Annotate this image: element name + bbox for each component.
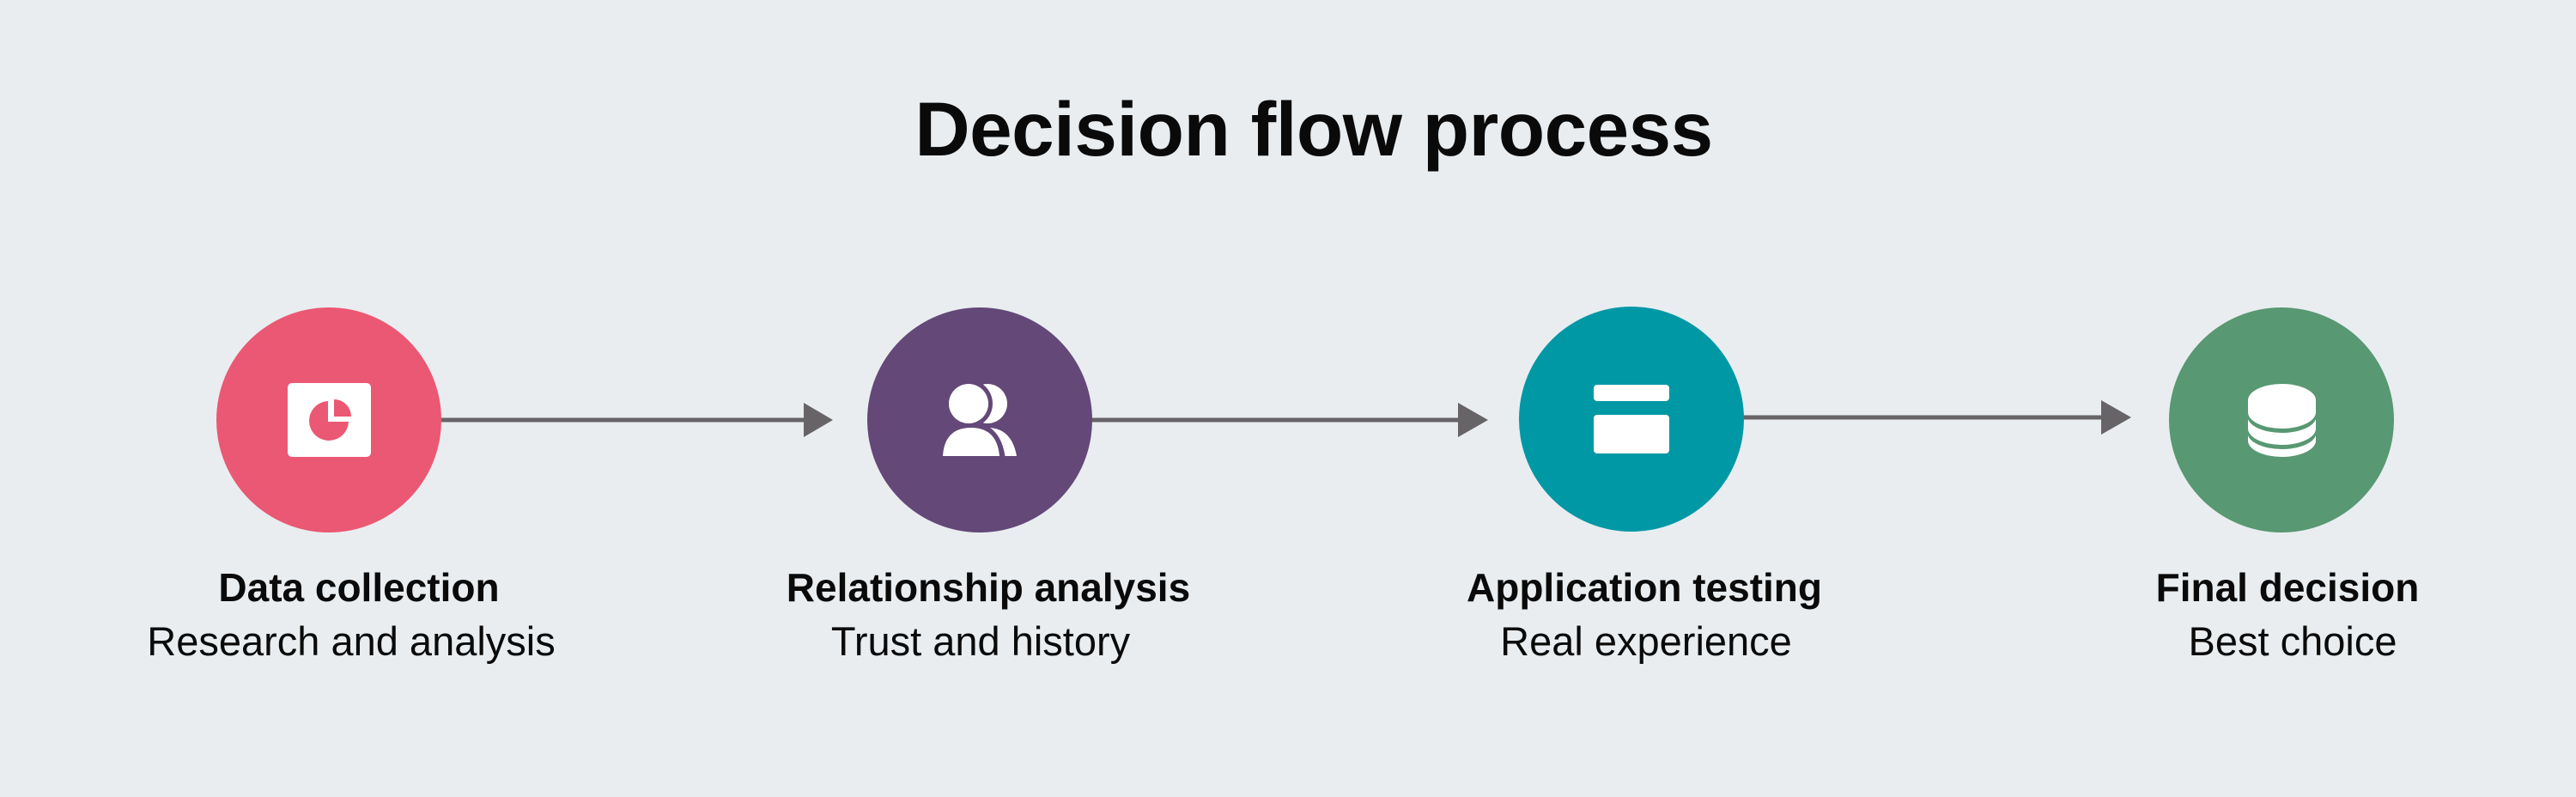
arrowhead-icon: [1458, 403, 1488, 437]
users-icon: [938, 380, 1017, 459]
connector-3: [1742, 400, 2131, 435]
step-subtitle-relationship-analysis: Trust and history: [830, 618, 1131, 664]
step-node-relationship-analysis: [867, 307, 1092, 532]
pie-chart-icon: [288, 383, 371, 457]
credit-card-icon: [1594, 385, 1669, 453]
step-title-application-testing: Application testing: [1467, 565, 1822, 610]
step-title-data-collection: Data collection: [218, 565, 500, 610]
step-title-relationship-analysis: Relationship analysis: [786, 565, 1191, 610]
connector-1: [440, 403, 833, 437]
connector-2: [1091, 403, 1488, 437]
step-node-final-decision: [2169, 307, 2394, 532]
arrowhead-icon: [2101, 400, 2131, 435]
database-icon: [2247, 384, 2317, 457]
step-subtitle-application-testing: Real experience: [1500, 618, 1792, 664]
step-node-application-testing: [1519, 307, 1744, 532]
diagram-title: Decision flow process: [914, 86, 1713, 172]
step-subtitle-data-collection: Research and analysis: [147, 618, 556, 664]
step-subtitle-final-decision: Best choice: [2188, 618, 2397, 664]
step-node-data-collection: [216, 307, 441, 532]
step-title-final-decision: Final decision: [2155, 565, 2420, 610]
arrowhead-icon: [804, 403, 833, 437]
